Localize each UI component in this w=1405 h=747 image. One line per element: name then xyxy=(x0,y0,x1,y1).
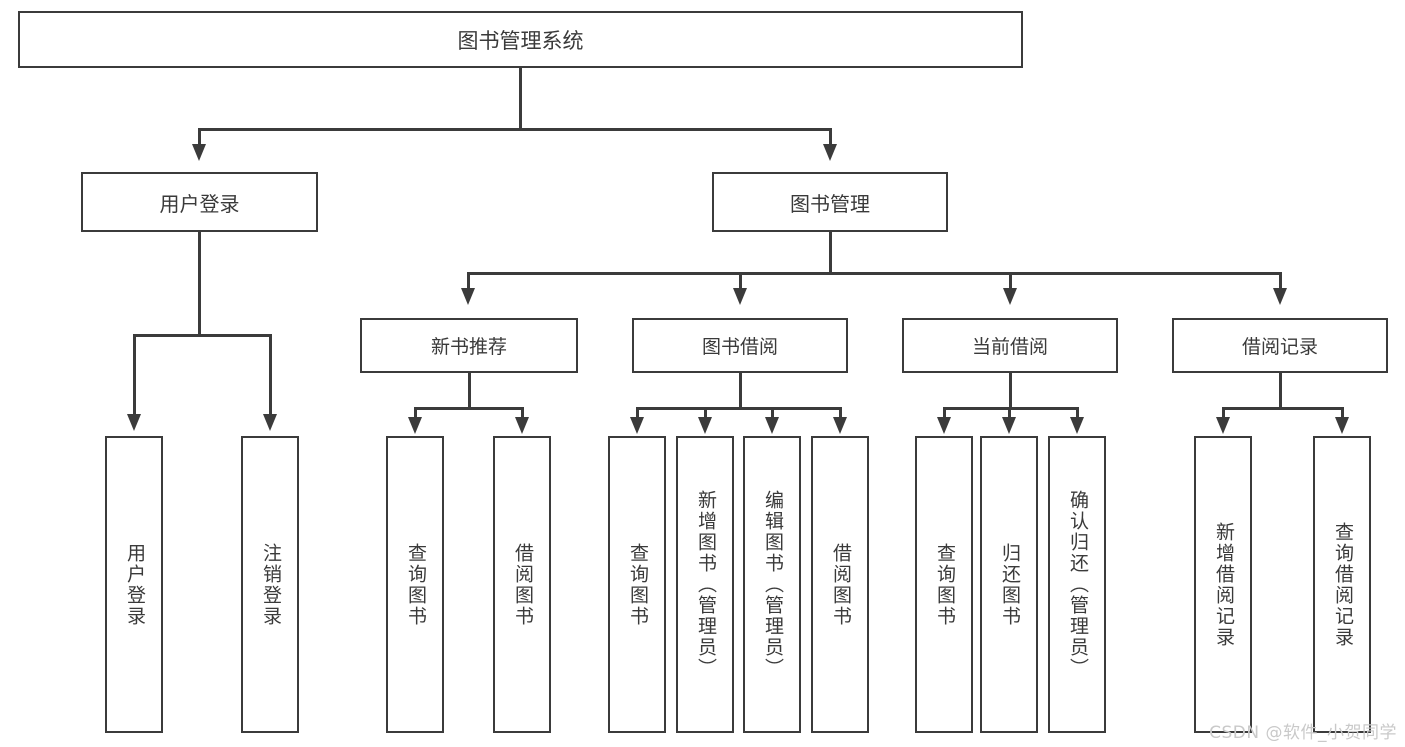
arrowhead-to-current-borrow xyxy=(1003,288,1017,305)
node-label: 新书推荐 xyxy=(430,336,507,358)
connector-bb-drop-3 xyxy=(771,407,774,419)
connector-cb-stem xyxy=(1009,373,1012,409)
node-label: 图书管理 xyxy=(790,191,870,216)
leaf-label: 确认归还（管理员） xyxy=(1066,490,1089,679)
node-label: 借阅记录 xyxy=(1241,336,1318,358)
leaf-borrow-book-recommend[interactable]: 借阅图书 xyxy=(493,436,551,733)
node-current-borrow[interactable]: 当前借阅 xyxy=(902,318,1118,373)
arrowhead-to-book-borrow xyxy=(733,288,747,305)
arrowhead-cb-leaf-2 xyxy=(1002,417,1016,434)
arrowhead-user-login-leaf-1 xyxy=(127,414,141,431)
node-root-book-management-system[interactable]: 图书管理系统 xyxy=(18,11,1023,68)
connector-br-bus xyxy=(1222,407,1342,410)
node-book-borrow[interactable]: 图书借阅 xyxy=(632,318,848,373)
connector-br-drop-2 xyxy=(1341,407,1344,419)
leaf-add-borrow-record[interactable]: 新增借阅记录 xyxy=(1194,436,1252,733)
connector-user-login-drop-1 xyxy=(133,334,136,416)
connector-book-management-bus xyxy=(467,272,1281,275)
connector-root-stem xyxy=(519,68,522,130)
connector-bm-drop-3 xyxy=(1009,272,1012,290)
leaf-label: 归还图书 xyxy=(998,542,1021,627)
leaf-user-login[interactable]: 用户登录 xyxy=(105,436,163,733)
arrowhead-bb-leaf-1 xyxy=(630,417,644,434)
connector-user-login-bus xyxy=(133,334,271,337)
leaf-query-book-borrow[interactable]: 查询图书 xyxy=(608,436,666,733)
connector-bb-drop-1 xyxy=(636,407,639,419)
node-label: 图书借阅 xyxy=(701,336,778,358)
leaf-label: 查询图书 xyxy=(404,542,427,627)
arrowhead-cb-leaf-3 xyxy=(1070,417,1084,434)
connector-bm-drop-2 xyxy=(739,272,742,290)
leaf-borrow-book[interactable]: 借阅图书 xyxy=(811,436,869,733)
connector-root-bus xyxy=(198,128,832,131)
connector-bb-drop-2 xyxy=(704,407,707,419)
leaf-label: 查询图书 xyxy=(626,542,649,627)
connector-bb-drop-4 xyxy=(839,407,842,419)
node-new-book-recommend[interactable]: 新书推荐 xyxy=(360,318,578,373)
connector-bb-stem xyxy=(739,373,742,409)
leaf-label: 用户登录 xyxy=(123,542,146,627)
node-user-login[interactable]: 用户登录 xyxy=(81,172,318,232)
connector-nbr-stem xyxy=(468,373,471,409)
arrowhead-nbr-leaf-1 xyxy=(408,417,422,434)
leaf-label: 借阅图书 xyxy=(829,542,852,627)
connector-user-login-drop-2 xyxy=(269,334,272,416)
connector-nbr-bus xyxy=(414,407,522,410)
connector-book-management-stem xyxy=(829,232,832,274)
leaf-edit-book-admin[interactable]: 编辑图书（管理员） xyxy=(743,436,801,733)
connector-cb-drop-2 xyxy=(1008,407,1011,419)
connector-br-drop-1 xyxy=(1222,407,1225,419)
arrowhead-bb-leaf-2 xyxy=(698,417,712,434)
leaf-confirm-return-admin[interactable]: 确认归还（管理员） xyxy=(1048,436,1106,733)
leaf-label: 新增图书（管理员） xyxy=(694,490,717,679)
node-borrow-record[interactable]: 借阅记录 xyxy=(1172,318,1388,373)
csdn-watermark: CSDN @软件_小贺同学 xyxy=(1209,723,1397,743)
arrowhead-br-leaf-1 xyxy=(1216,417,1230,434)
connector-root-drop-left xyxy=(198,128,201,146)
arrowhead-user-login-leaf-2 xyxy=(263,414,277,431)
arrowhead-br-leaf-2 xyxy=(1335,417,1349,434)
leaf-label: 注销登录 xyxy=(259,542,282,627)
node-label: 图书管理系统 xyxy=(457,28,584,53)
arrowhead-nbr-leaf-2 xyxy=(515,417,529,434)
connector-bb-bus xyxy=(636,407,840,410)
connector-nbr-drop-1 xyxy=(414,407,417,419)
node-label: 当前借阅 xyxy=(971,336,1048,358)
connector-br-stem xyxy=(1279,373,1282,409)
arrowhead-to-book-management xyxy=(823,144,837,161)
connector-cb-drop-3 xyxy=(1076,407,1079,419)
leaf-query-book-current[interactable]: 查询图书 xyxy=(915,436,973,733)
node-book-management[interactable]: 图书管理 xyxy=(712,172,948,232)
leaf-logout-login[interactable]: 注销登录 xyxy=(241,436,299,733)
connector-user-login-stem xyxy=(198,232,201,336)
connector-nbr-drop-2 xyxy=(521,407,524,419)
arrowhead-to-user-login xyxy=(192,144,206,161)
leaf-add-book-admin[interactable]: 新增图书（管理员） xyxy=(676,436,734,733)
leaf-label: 查询借阅记录 xyxy=(1331,521,1354,648)
connector-bm-drop-1 xyxy=(467,272,470,290)
leaf-query-book-recommend[interactable]: 查询图书 xyxy=(386,436,444,733)
arrowhead-bb-leaf-3 xyxy=(765,417,779,434)
arrowhead-cb-leaf-1 xyxy=(937,417,951,434)
arrowhead-bb-leaf-4 xyxy=(833,417,847,434)
connector-bm-drop-4 xyxy=(1279,272,1282,290)
leaf-label: 查询图书 xyxy=(933,542,956,627)
arrowhead-to-borrow-record xyxy=(1273,288,1287,305)
leaf-query-borrow-record[interactable]: 查询借阅记录 xyxy=(1313,436,1371,733)
connector-root-drop-right xyxy=(829,128,832,146)
leaf-label: 新增借阅记录 xyxy=(1212,521,1235,648)
leaf-label: 借阅图书 xyxy=(511,542,534,627)
arrowhead-to-new-book-recommend xyxy=(461,288,475,305)
connector-cb-drop-1 xyxy=(943,407,946,419)
leaf-return-book[interactable]: 归还图书 xyxy=(980,436,1038,733)
leaf-label: 编辑图书（管理员） xyxy=(761,490,784,679)
node-label: 用户登录 xyxy=(159,191,240,216)
